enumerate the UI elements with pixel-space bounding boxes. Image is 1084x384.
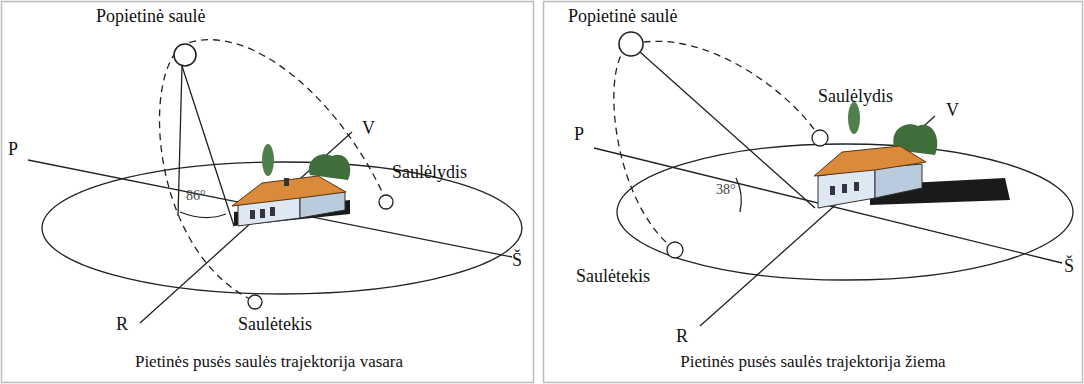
east-west-axis	[140, 132, 352, 323]
caption: Pietinės pusės saulės trajektorija žiema	[680, 352, 945, 372]
sun-path	[160, 40, 384, 300]
direction-letter: R	[676, 326, 688, 347]
sunrise-circle	[248, 295, 262, 309]
sun-circle	[619, 32, 643, 56]
sun-ray	[640, 52, 815, 208]
sunrise-circle	[667, 242, 683, 258]
sun-ray	[182, 66, 234, 226]
direction-letter: V	[946, 100, 959, 121]
sun-label: Popietinė saulė	[96, 6, 205, 27]
angle-value: 86°	[186, 188, 206, 204]
angle-value: 38°	[716, 182, 736, 198]
direction-letter: Š	[1064, 256, 1074, 277]
sunset-label: Saulėlydis	[392, 162, 467, 183]
horizon-ellipse	[617, 144, 1073, 280]
direction-letter: R	[116, 314, 128, 335]
direction-letter: P	[574, 124, 584, 145]
sunset-circle	[379, 195, 393, 209]
angle-arc	[180, 212, 226, 218]
east-west-axis	[700, 116, 935, 326]
sunrise-label: Saulėtekis	[576, 266, 650, 287]
house-icon	[814, 102, 1010, 208]
angle-arc	[736, 178, 741, 212]
sun-path	[614, 41, 820, 250]
direction-letter: P	[8, 139, 18, 160]
sun-circle	[174, 44, 196, 66]
direction-letter: Š	[512, 250, 522, 271]
sun-label: Popietinė saulė	[568, 6, 677, 27]
summer-scene	[28, 40, 522, 323]
direction-letter: V	[362, 118, 375, 139]
sun-ray	[178, 66, 182, 216]
winter-scene	[594, 32, 1073, 326]
sunset-label: Saulėlydis	[818, 86, 893, 107]
caption: Pietinės pusės saulės trajektorija vasar…	[135, 352, 403, 372]
horizon-ellipse	[42, 162, 522, 294]
house-icon	[232, 144, 350, 226]
panel-border	[2, 2, 534, 383]
sunset-circle	[812, 130, 828, 146]
sunrise-label: Saulėtekis	[238, 314, 312, 335]
panel-border	[544, 2, 1083, 383]
